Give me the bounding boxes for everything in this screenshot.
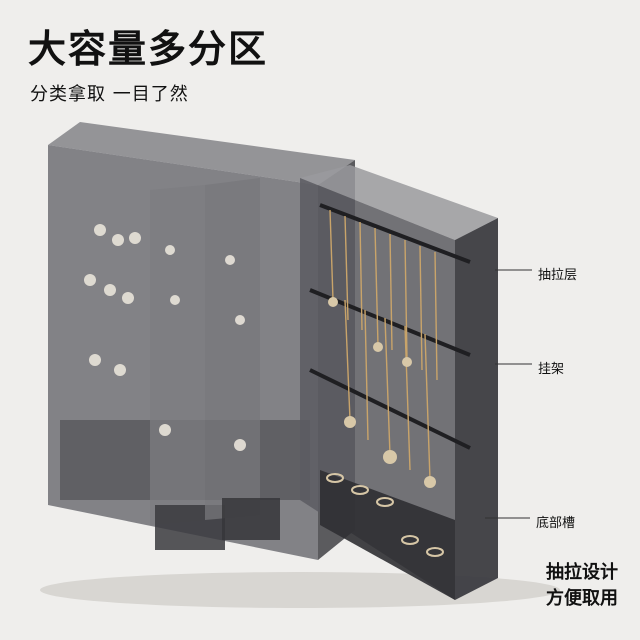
tagline-line-2: 方便取用 [546, 588, 618, 609]
front-drawer [300, 165, 498, 600]
left-drawer-2 [205, 178, 280, 540]
callout-lines [485, 269, 532, 519]
callout-bottom-slot: 底部槽 [536, 516, 576, 531]
necklaces [329, 209, 438, 481]
pearl-earrings [84, 224, 246, 451]
tagline: 抽拉设计 方便取用 [546, 560, 618, 612]
subheadline: 分类拿取 一目了然 [30, 84, 189, 105]
rings [326, 473, 444, 557]
tagline-line-1: 抽拉设计 [546, 562, 618, 583]
callout-drawer-layer: 抽拉层 [538, 268, 578, 283]
headline: 大容量多分区 [28, 27, 269, 71]
callout-rack: 挂架 [538, 362, 565, 377]
pendants [328, 297, 436, 488]
